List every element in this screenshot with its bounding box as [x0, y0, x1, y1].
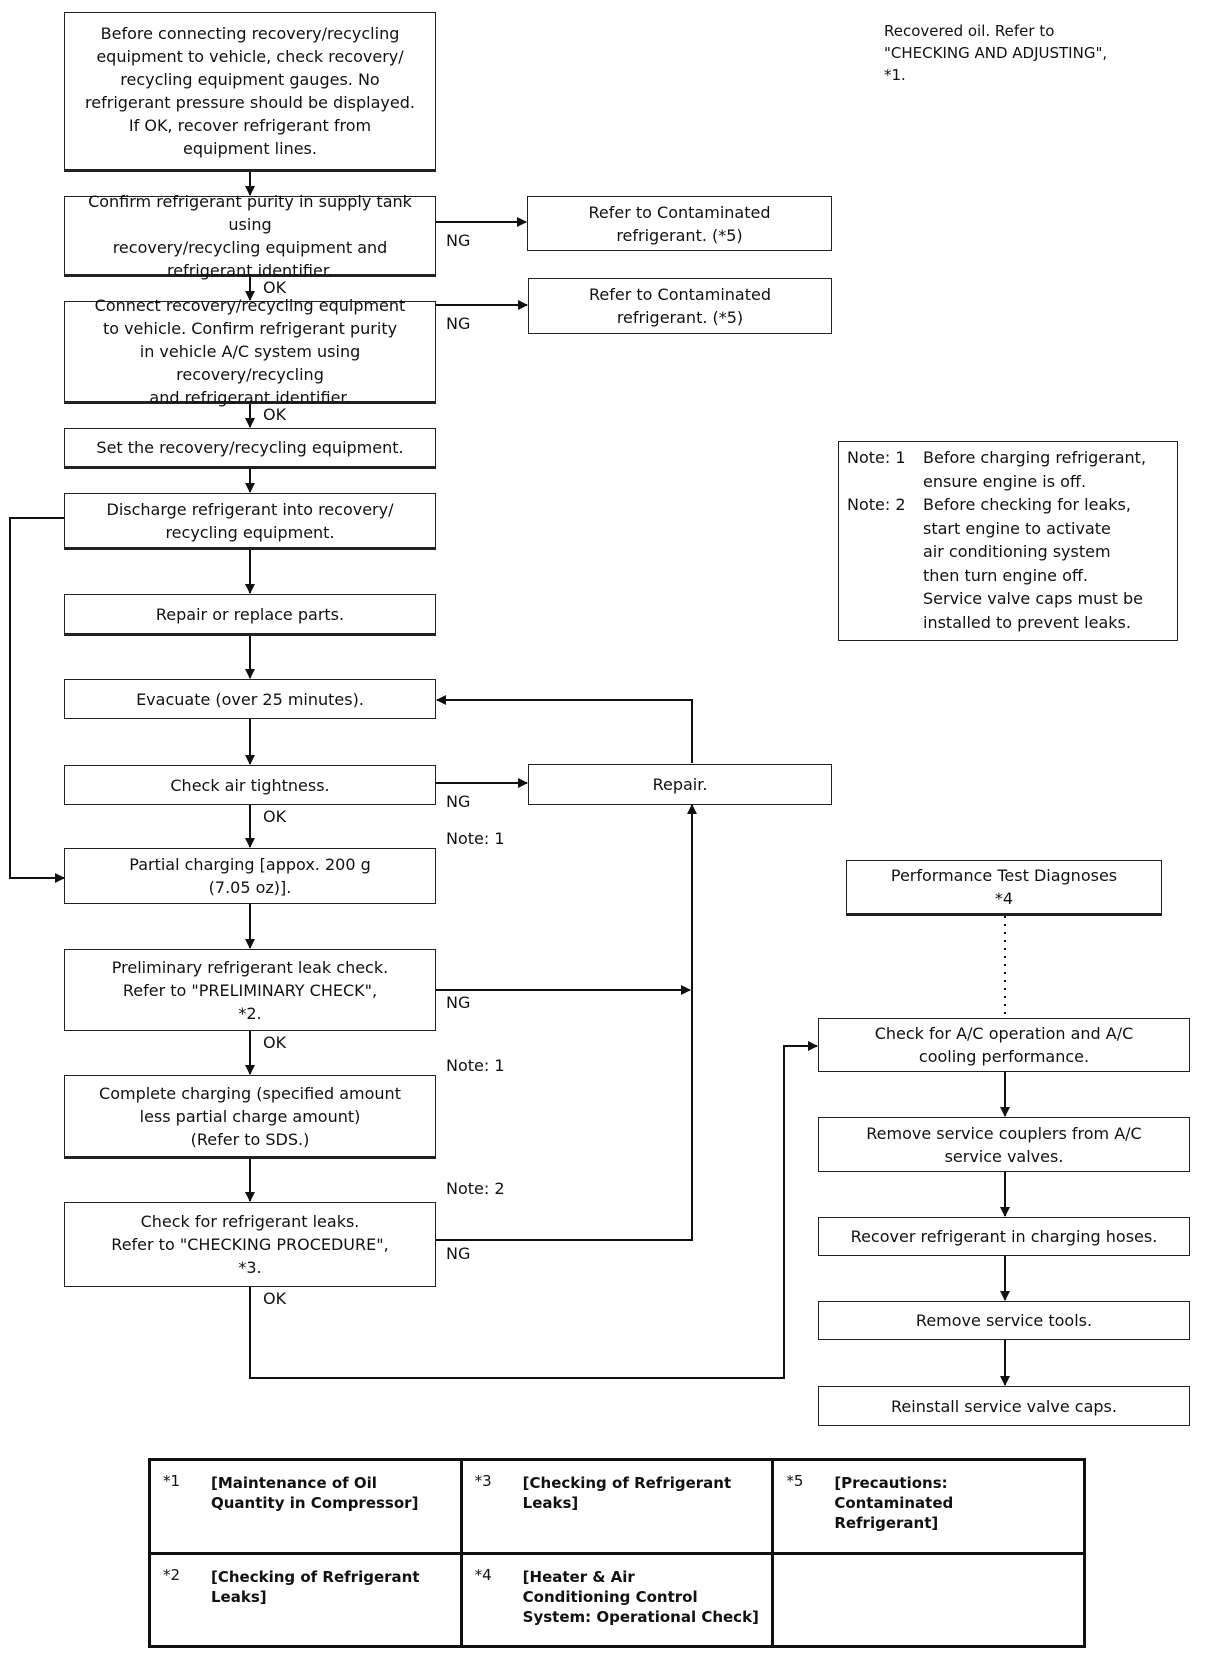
step-confirm-tank-purity: Confirm refrigerant purity in supply tan…	[64, 192, 436, 280]
step-air-tightness: Check air tightness.	[64, 765, 436, 805]
ng-label-leak-check: NG	[446, 1244, 471, 1263]
step-leak-check: Check for refrigerant leaks. Refer to "C…	[64, 1202, 436, 1287]
step-performance-test: Performance Test Diagnoses *4	[846, 860, 1162, 914]
note2-label-leak: Note: 2	[446, 1179, 505, 1198]
ref-cell-4: *4 [Heater & Air Conditioning Control Sy…	[459, 1551, 775, 1648]
ng-label-purity: NG	[446, 231, 471, 250]
step-contaminated-2: Refer to Contaminated refrigerant. (*5)	[528, 278, 832, 334]
ref-mark-4: *4	[474, 1565, 492, 1584]
arrow-repair-to-evacuate	[436, 695, 693, 763]
note-1-text: Before charging refrigerant, ensure engi…	[923, 448, 1147, 491]
step-partial-charging: Partial charging [appox. 200 g (7.05 oz)…	[64, 848, 436, 904]
ng-label-connect: NG	[446, 314, 471, 333]
ng-label-air-tightness: NG	[446, 792, 471, 811]
ref-cell-2: *2 [Checking of Refrigerant Leaks]	[148, 1551, 463, 1648]
notes-box: Note: 1 Before charging refrigerant, ens…	[838, 441, 1178, 641]
ref-cell-3: *3 [Checking of Refrigerant Leaks]	[459, 1458, 775, 1555]
step-check-gauges: Before connecting recovery/recycling equ…	[64, 12, 436, 170]
step-contaminated-1: Refer to Contaminated refrigerant. (*5)	[527, 196, 832, 251]
arrow-ok-to-ac-operation	[249, 1041, 818, 1379]
ref-cell-1: *1 [Maintenance of Oil Quantity in Compr…	[148, 1458, 463, 1555]
step-evacuate: Evacuate (over 25 minutes).	[64, 679, 436, 719]
ok-label-preliminary: OK	[263, 1033, 287, 1052]
ok-label-air-tightness: OK	[263, 807, 287, 826]
step-connect-equipment: Connect recovery/recycling equipment to …	[64, 296, 436, 407]
note-1: Note: 1 Before charging refrigerant, ens…	[847, 446, 1169, 493]
ref-link-5[interactable]: [Precautions: Contaminated Refrigerant]	[834, 1474, 954, 1532]
step-preliminary-check: Preliminary refrigerant leak check. Refe…	[64, 949, 436, 1031]
ok-label-purity: OK	[263, 278, 287, 297]
ref-cell-5: *5 [Precautions: Contaminated Refrigeran…	[771, 1458, 1086, 1555]
note-2-tag: Note: 2	[847, 495, 906, 514]
step-remove-tools: Remove service tools.	[818, 1301, 1190, 1340]
arrow-discharge-to-partial	[9, 517, 92, 883]
ng-label-preliminary: NG	[446, 993, 471, 1012]
ref-cell-empty	[771, 1551, 1086, 1648]
ref-link-4[interactable]: [Heater & Air Conditioning Control Syste…	[522, 1567, 759, 1626]
arrow-ng-leak-to-repair	[436, 804, 697, 1241]
step-recover-hoses: Recover refrigerant in charging hoses.	[818, 1217, 1190, 1256]
ok-label-leak-check: OK	[263, 1289, 287, 1308]
step-ac-operation: Check for A/C operation and A/C cooling …	[818, 1018, 1190, 1072]
note1-label-partial: Note: 1	[446, 829, 505, 848]
step-reinstall-caps: Reinstall service valve caps.	[818, 1386, 1190, 1426]
references-table: *1 [Maintenance of Oil Quantity in Compr…	[148, 1458, 1086, 1648]
step-repair: Repair.	[528, 764, 832, 805]
ref-link-1[interactable]: [Maintenance of Oil Quantity in Compress…	[211, 1474, 419, 1512]
step-complete-charging: Complete charging (specified amount less…	[64, 1075, 436, 1157]
ref-mark-2: *2	[163, 1565, 181, 1584]
ref-mark-5: *5	[786, 1472, 804, 1490]
ref-mark-1: *1	[163, 1472, 181, 1490]
step-remove-couplers: Remove service couplers from A/C service…	[818, 1117, 1190, 1172]
ref-link-2[interactable]: [Checking of Refrigerant Leaks]	[211, 1567, 420, 1606]
ok-label-connect: OK	[263, 405, 287, 424]
note-1-tag: Note: 1	[847, 448, 906, 467]
note-2-text: Before checking for leaks, start engine …	[923, 495, 1143, 632]
step-set-equipment: Set the recovery/recycling equipment.	[64, 428, 436, 467]
ref-link-3[interactable]: [Checking of Refrigerant Leaks]	[522, 1474, 732, 1512]
step-repair-parts: Repair or replace parts.	[64, 594, 436, 634]
note1-label-complete: Note: 1	[446, 1056, 505, 1075]
ref-mark-3: *3	[474, 1472, 492, 1490]
note-2: Note: 2 Before checking for leaks, start…	[847, 493, 1169, 634]
recovered-oil-note: Recovered oil. Refer to "CHECKING AND AD…	[884, 22, 1108, 84]
step-discharge: Discharge refrigerant into recovery/ rec…	[64, 493, 436, 548]
